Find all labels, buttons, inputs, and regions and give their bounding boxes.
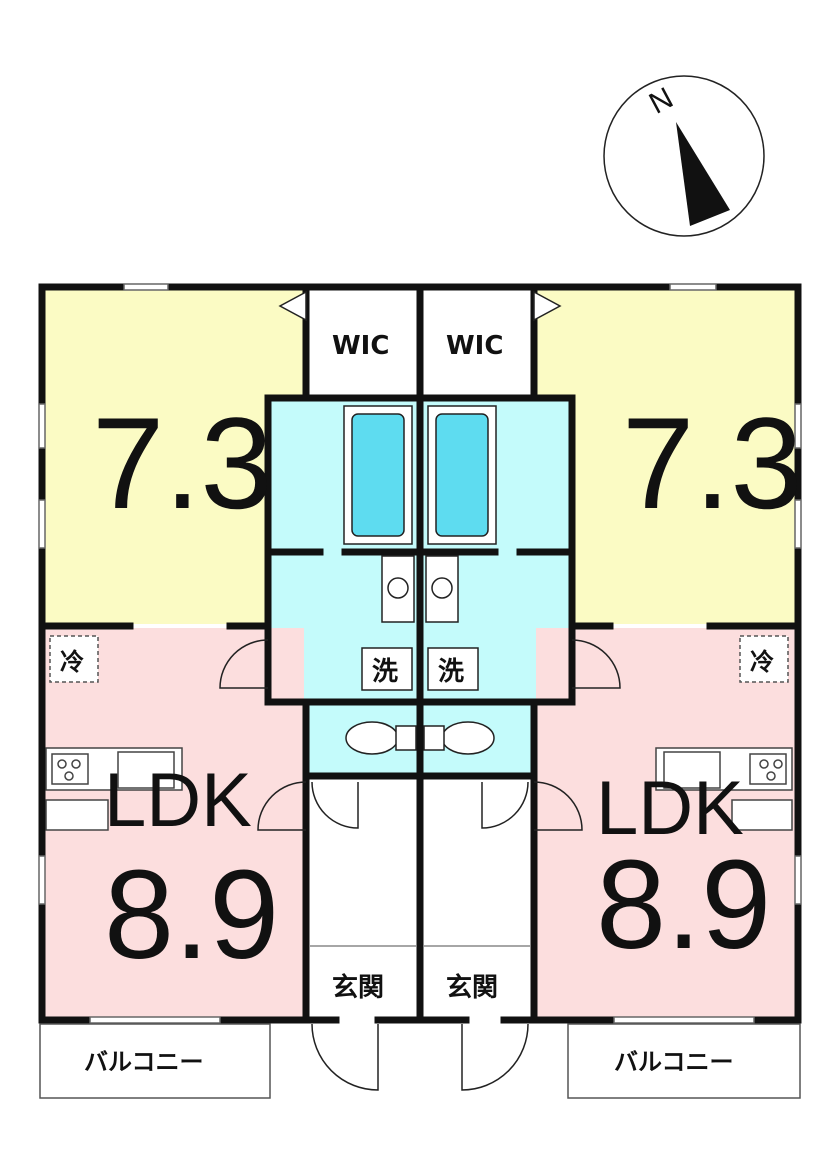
right-ldk-label: LDK: [596, 766, 744, 851]
right-hall-fill: [424, 776, 532, 1018]
washbasins: [381, 555, 459, 623]
left-ldk-label: LDK: [104, 758, 252, 843]
unit-right: 7.3 WIC 冷 洗 LDK 8.9 玄関 バルコニー: [438, 331, 803, 1076]
right-wic-fill: [420, 290, 536, 398]
washer-boxes: [361, 647, 479, 691]
doors: [219, 290, 621, 1091]
left-wic-label: WIC: [332, 331, 389, 361]
right-ldk-area: 8.9: [596, 834, 771, 975]
left-hall-fill: [308, 776, 416, 1018]
compass: N: [603, 75, 765, 237]
bathtubs: [343, 405, 497, 545]
left-washer-label: 洗: [372, 657, 398, 687]
unit-left: 7.3 WIC 冷 洗 LDK 8.9 玄関 バルコニー: [60, 331, 398, 1076]
right-washer-label: 洗: [438, 657, 464, 687]
fridge-boxes: [49, 635, 789, 683]
left-fridge-label: 冷: [60, 648, 84, 676]
left-entrance-label: 玄関: [332, 972, 384, 1003]
kitchens: [45, 747, 793, 831]
right-entrance-label: 玄関: [446, 972, 498, 1003]
balconies: [39, 1023, 801, 1099]
right-wic-label: WIC: [446, 331, 503, 361]
right-bedroom-area: 7.3: [622, 390, 803, 536]
windows: [38, 283, 802, 1024]
toilets: [345, 721, 495, 755]
left-ldk-fill-cut: [268, 628, 304, 702]
compass-needle-icon: [676, 122, 730, 226]
left-bedroom-area-int: 7.3: [92, 390, 273, 536]
left-ldk-area: 8.9: [104, 844, 279, 985]
right-balcony-label: バルコニー: [614, 1048, 734, 1076]
left-bedroom-fill: [44, 290, 266, 624]
left-wic-fill: [306, 290, 420, 398]
right-bedroom-fill: [574, 290, 796, 624]
right-fridge-label: 冷: [750, 648, 774, 676]
left-balcony-label: バルコニー: [84, 1048, 204, 1076]
